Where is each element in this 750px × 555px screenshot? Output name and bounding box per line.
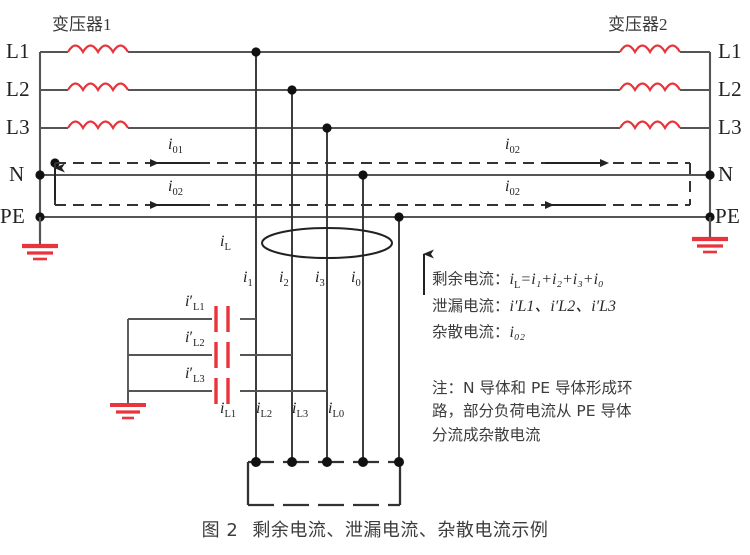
ground-symbol-leakage xyxy=(110,391,146,420)
ct-ellipse xyxy=(261,227,393,259)
note-block: 注：N 导体和 PE 导体形成环 路，部分负荷电流从 PE 导体 分流成杂散电流 xyxy=(432,377,732,447)
caption-text: 剩余电流、泄漏电流、杂散电流示例 xyxy=(252,520,549,541)
bus-label-right-l2: L2 xyxy=(718,77,742,101)
current-label-i02-n-right: i02 xyxy=(505,136,520,157)
bus-label-left-n: N xyxy=(9,162,25,186)
ct-label: iL xyxy=(220,233,231,254)
transformer-2-coils xyxy=(619,44,681,131)
caption-number: 图 2 xyxy=(201,520,239,541)
bus-label-left-l2: L2 xyxy=(6,77,30,101)
bus-label-right-n: N xyxy=(718,162,734,186)
bus-label-left-l1: L1 xyxy=(6,39,30,63)
load-current-il2: iL2 xyxy=(256,400,273,421)
legend-residual-current: 剩余电流：iL=i₁+i₂+i₃+i₀ xyxy=(432,270,604,292)
leakage-label-il1: i′L1 xyxy=(185,293,205,314)
bus-label-left-l3: L3 xyxy=(6,115,30,139)
bus-label-right-l1: L1 xyxy=(718,39,742,63)
leakage-label-il3: i′L3 xyxy=(185,365,205,386)
load-terminal-dots xyxy=(251,457,404,467)
bus-label-left-pe: PE xyxy=(0,204,26,228)
legend-stray-current: 杂散电流：i₀₂ xyxy=(432,323,526,342)
note-line-3: 分流成杂散电流 xyxy=(432,425,541,444)
transformer-1-label: 变压器1 xyxy=(52,15,112,34)
stray-current-paths xyxy=(54,162,691,206)
load-box xyxy=(246,460,402,507)
load-current-il0: iL0 xyxy=(328,400,345,421)
figure-caption: 图 2 剩余电流、泄漏电流、杂散电流示例 xyxy=(0,516,750,542)
load-current-il3: iL3 xyxy=(292,400,309,421)
bus-label-right-pe: PE xyxy=(715,204,741,228)
leakage-branch-wires xyxy=(127,318,327,400)
conductor-current-i1: i1 xyxy=(243,269,253,290)
current-label-i02-pe-left: i02 xyxy=(168,178,183,199)
current-label-i02-pe-right: i02 xyxy=(505,178,520,199)
conductor-current-i0: i0 xyxy=(351,269,361,290)
current-label-i01: i01 xyxy=(168,136,183,157)
conductor-current-i3: i3 xyxy=(315,269,325,290)
conductor-current-i2: i2 xyxy=(279,269,289,290)
transformer-1-coils xyxy=(67,44,129,131)
transformer-2-label: 变压器2 xyxy=(608,15,668,34)
ground-symbol-right xyxy=(692,217,728,254)
legend-block: 剩余电流：iL=i₁+i₂+i₃+i₀ 泄漏电流：i′L1、i′L2、i′L3 … xyxy=(432,267,616,346)
note-line-2: 路，部分负荷电流从 PE 导体 xyxy=(432,402,632,421)
leakage-label-il2: i′L2 xyxy=(185,329,205,350)
bus-label-right-l3: L3 xyxy=(718,115,742,139)
legend-leakage-current: 泄漏电流：i′L1、i′L2、i′L3 xyxy=(432,297,617,316)
note-line-1: 注：N 导体和 PE 导体形成环 xyxy=(432,379,633,397)
leakage-capacitors xyxy=(214,306,230,404)
load-current-il1: iL1 xyxy=(220,400,237,421)
junction-dots xyxy=(35,47,715,222)
drop-conductors xyxy=(255,52,400,462)
current-direction-arrows xyxy=(54,159,609,295)
ground-symbol-left xyxy=(22,217,58,261)
bus-lines xyxy=(38,50,712,240)
